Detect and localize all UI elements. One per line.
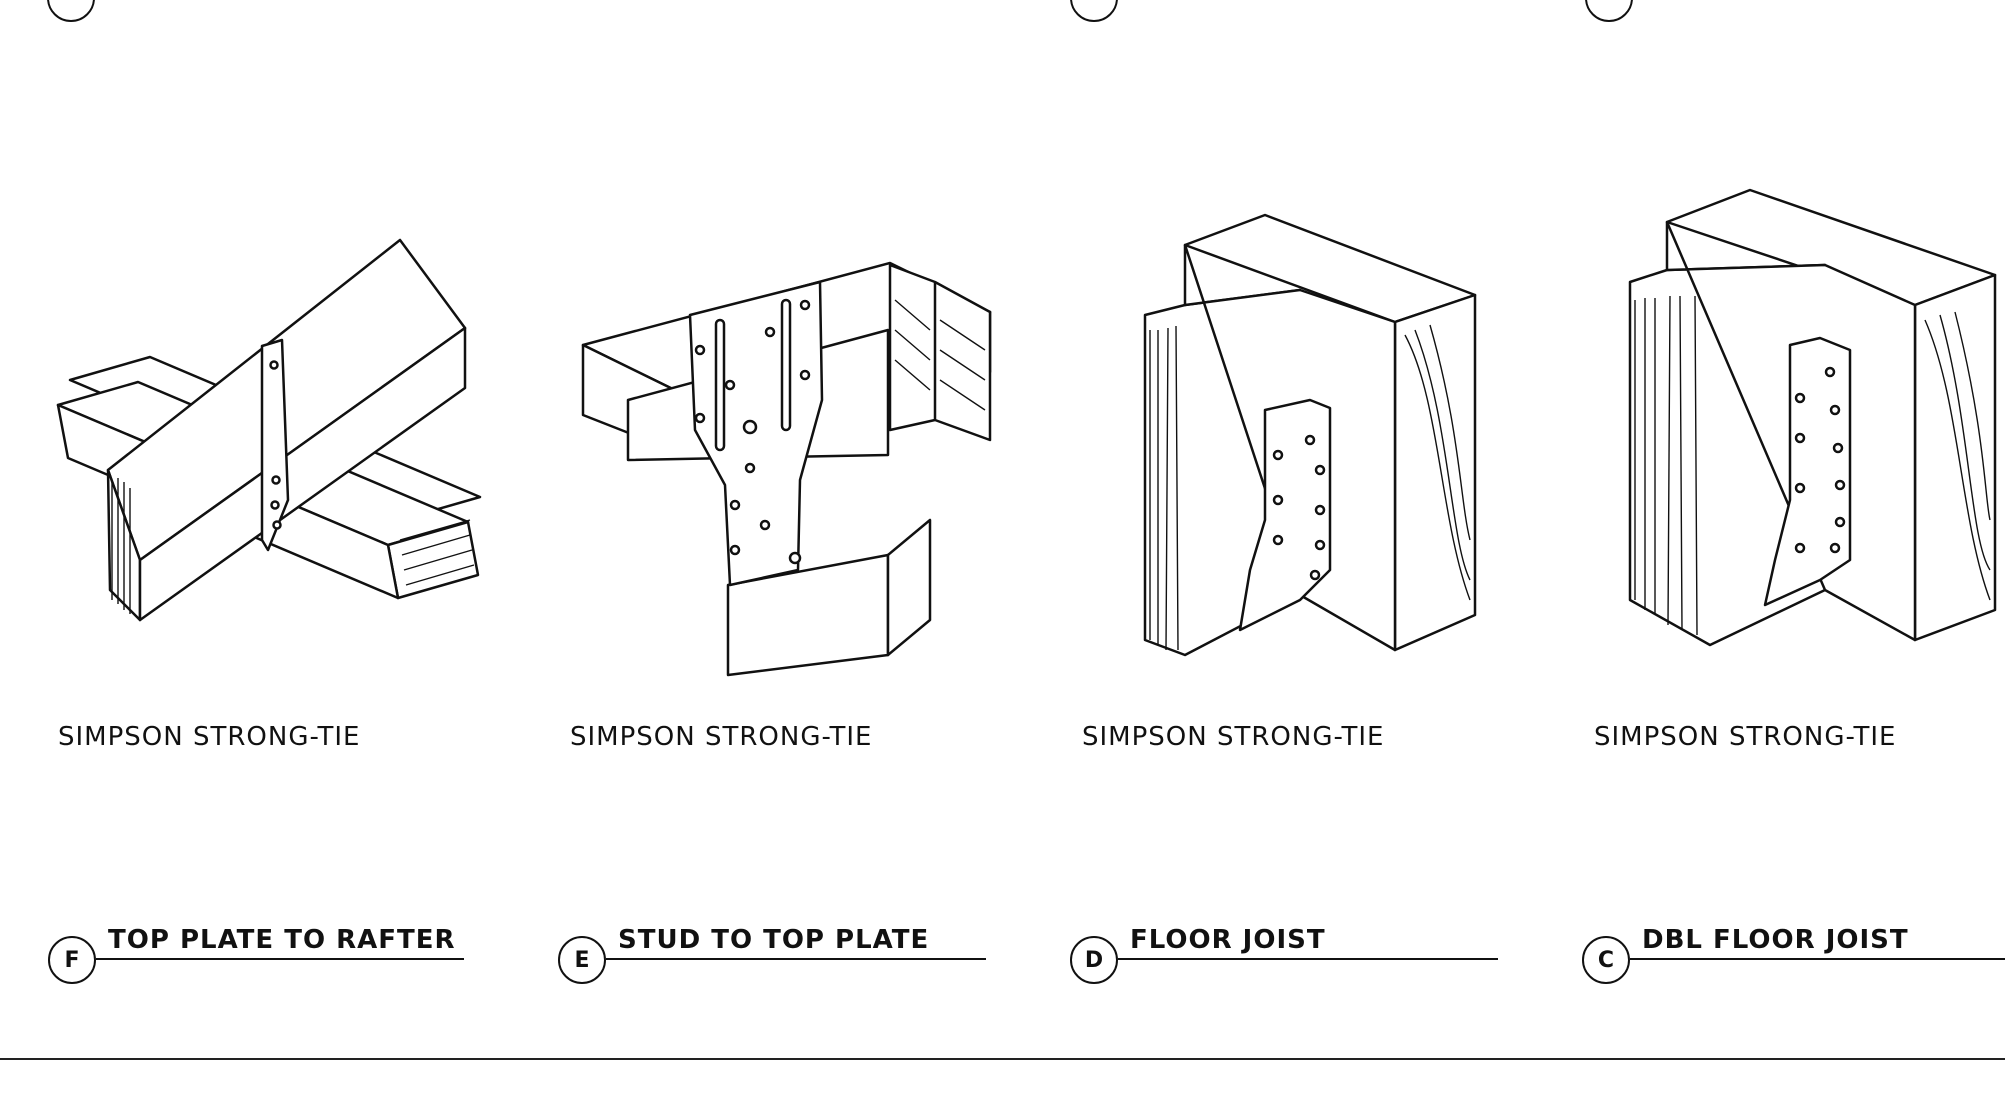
detail-marker: C [1582, 936, 1630, 984]
detail-marker: D [1070, 936, 1118, 984]
manufacturer-label: SIMPSON STRONG-TIE [58, 722, 361, 752]
rafter-tie-drawing [56, 238, 482, 622]
manufacturer-label: SIMPSON STRONG-TIE [570, 722, 873, 752]
detail-marker: E [558, 936, 606, 984]
detail-panel-c: SIMPSON STRONG-TIE C DBL FLOOR JOIST [1582, 0, 2005, 1060]
title-underline [1630, 958, 2005, 960]
detail-title: STUD TO TOP PLATE [618, 925, 930, 955]
manufacturer-label: SIMPSON STRONG-TIE [1082, 722, 1385, 752]
sheet-bottom-border [0, 1058, 2005, 1060]
title-underline [1118, 958, 1498, 960]
detail-marker: F [48, 936, 96, 984]
detail-title: FLOOR JOIST [1130, 925, 1326, 955]
detail-panel-d: SIMPSON STRONG-TIE D FLOOR JOIST [1070, 0, 1552, 1060]
detail-panel-e: SIMPSON STRONG-TIE E STUD TO TOP PLATE [558, 0, 1040, 1060]
detail-title: TOP PLATE TO RAFTER [108, 925, 456, 955]
double-joist-hanger-drawing [1628, 188, 1997, 647]
manufacturer-label: SIMPSON STRONG-TIE [1594, 722, 1897, 752]
detail-panel-f: SIMPSON STRONG-TIE F TOP PLATE TO RAFTER [48, 0, 528, 1060]
detail-title: DBL FLOOR JOIST [1642, 925, 1909, 955]
title-underline [96, 958, 464, 960]
joist-hanger-drawing [1143, 213, 1477, 657]
stud-plate-tie-drawing [581, 261, 992, 677]
title-underline [606, 958, 986, 960]
